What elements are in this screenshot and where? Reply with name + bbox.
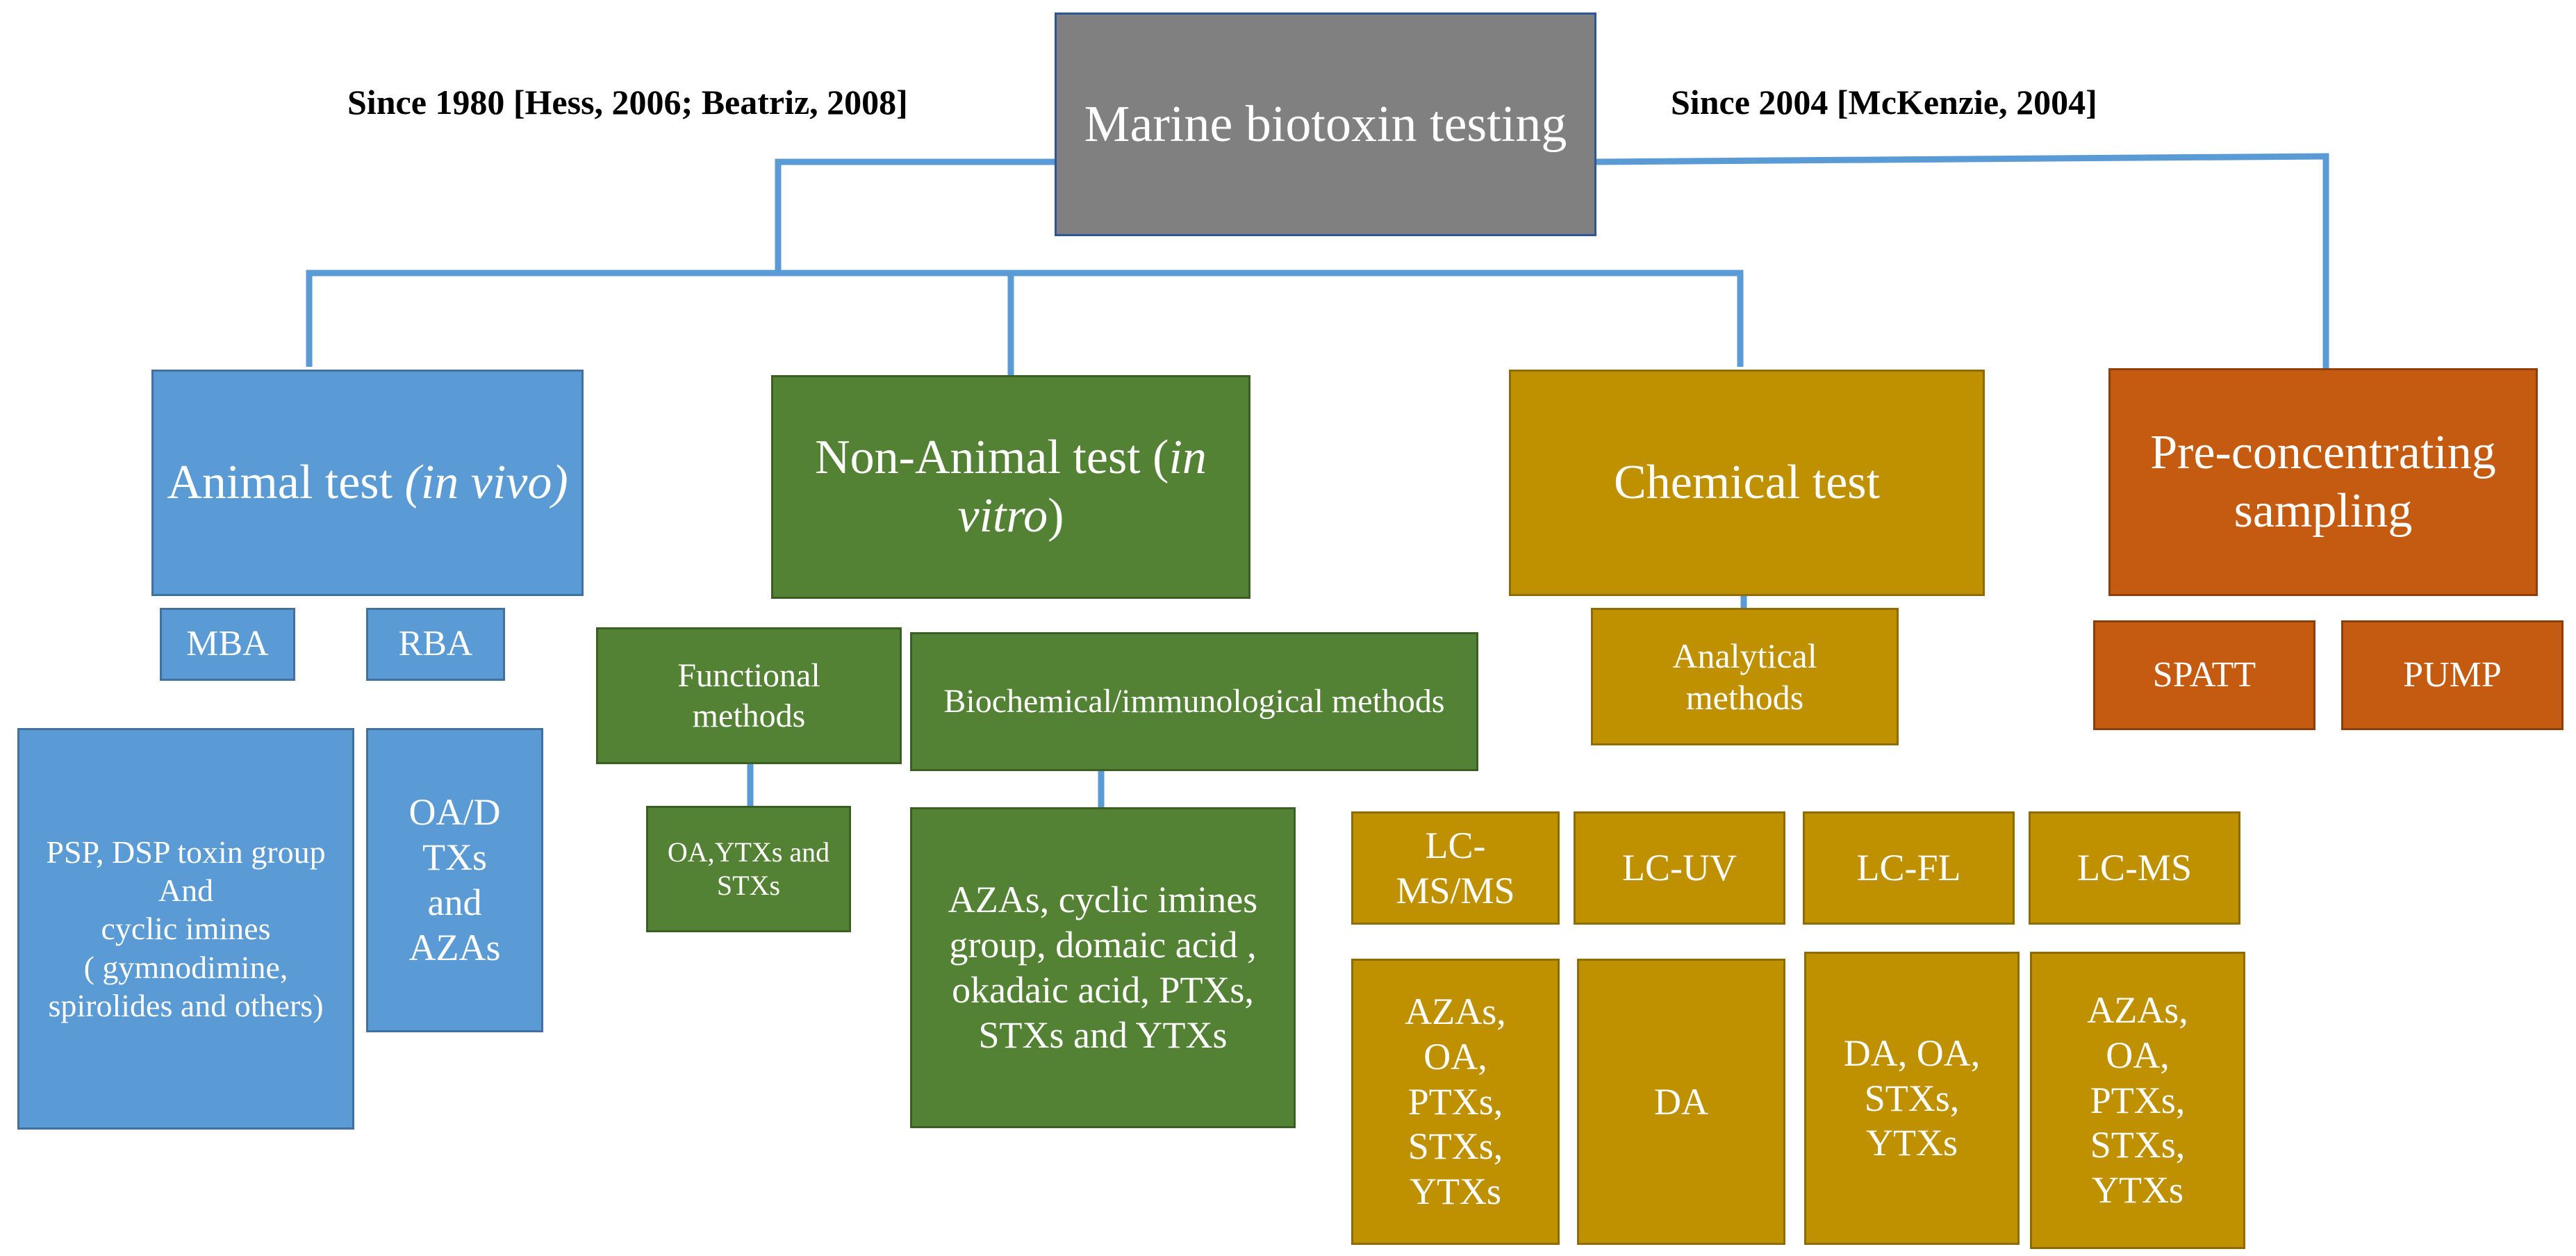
lc-uv-targets-text: DA [1654, 1080, 1708, 1123]
lc-ms-node: LC-MS [2029, 811, 2240, 925]
pre-concentrating-sampling-node: Pre-concentrating sampling [2108, 368, 2538, 596]
biochemical-methods-node: Biochemical/immunological methods [910, 632, 1478, 771]
mba-node: MBA [160, 608, 295, 681]
rba-targets-text: OA/D TXs and AZAs [408, 791, 501, 968]
chemical-test-title: Chemical test [1614, 456, 1880, 509]
lc-fl-targets-node: DA, OA, STXs, YTXs [1804, 952, 2020, 1245]
mba-label: MBA [186, 624, 269, 664]
lc-ms-targets-node: AZAs, OA, PTXs, STXs, YTXs [2030, 952, 2245, 1249]
annotation-left-since-1980: Since 1980 [Hess, 2006; Beatriz, 2008] [347, 83, 908, 122]
functional-targets-node: OA,YTXs and STXs [646, 806, 851, 932]
non-animal-test-title: Non-Animal test (in vitro) [815, 431, 1207, 543]
functional-methods-label: Functional methods [677, 656, 820, 734]
functional-methods-node: Functional methods [596, 627, 902, 764]
biochemical-methods-label: Biochemical/immunological methods [943, 683, 1445, 720]
spatt-node: SPATT [2093, 620, 2315, 730]
rba-label: RBA [398, 624, 473, 664]
lc-uv-label: LC-UV [1622, 847, 1737, 889]
lc-fl-label: LC-FL [1856, 847, 1961, 889]
rba-targets-node: OA/D TXs and AZAs [366, 728, 543, 1032]
rba-node: RBA [366, 608, 505, 681]
non-animal-test-node: Non-Animal test (in vitro) [771, 375, 1250, 599]
spatt-label: SPATT [2152, 654, 2256, 695]
lc-uv-node: LC-UV [1574, 811, 1785, 925]
lc-msms-targets-node: AZAs, OA, PTXs, STXs, YTXs [1351, 959, 1560, 1245]
lc-fl-node: LC-FL [1803, 811, 2015, 925]
root-node: Marine biotoxin testing [1055, 13, 1596, 236]
pump-node: PUMP [2341, 620, 2563, 730]
analytical-methods-node: Analytical methods [1591, 608, 1899, 745]
root-label: Marine biotoxin testing [1084, 95, 1567, 153]
chemical-test-node: Chemical test [1509, 370, 1985, 596]
mba-targets-text: PSP, DSP toxin group And cyclic imines (… [46, 834, 326, 1023]
pre-concentrating-sampling-title: Pre-concentrating sampling [2150, 426, 2496, 538]
lc-msms-label: LC-MS/MS [1396, 824, 1515, 911]
lc-fl-targets-text: DA, OA, STXs, YTXs [1843, 1032, 1981, 1164]
lc-ms-label: LC-MS [2077, 847, 2193, 889]
animal-test-title: Animal test (in vivo) [167, 456, 568, 509]
analytical-methods-label: Analytical methods [1672, 636, 1817, 717]
non-animal-test-title-italic: in vitro [957, 431, 1207, 543]
annotation-right-since-2004: Since 2004 [McKenzie, 2004] [1671, 83, 2097, 122]
mba-targets-node: PSP, DSP toxin group And cyclic imines (… [17, 728, 354, 1130]
lc-msms-node: LC-MS/MS [1351, 811, 1560, 925]
animal-test-title-italic: (in vivo) [404, 456, 568, 509]
biochemical-targets-node: AZAs, cyclic imines group, domaic acid ,… [910, 807, 1296, 1128]
functional-targets-text: OA,YTXs and STXs [667, 836, 830, 901]
animal-test-node: Animal test (in vivo) [151, 370, 584, 596]
lc-msms-targets-text: AZAs, OA, PTXs, STXs, YTXs [1405, 991, 1506, 1213]
pump-label: PUMP [2403, 654, 2502, 695]
biochemical-targets-text: AZAs, cyclic imines group, domaic acid ,… [948, 879, 1258, 1056]
lc-ms-targets-text: AZAs, OA, PTXs, STXs, YTXs [2087, 989, 2188, 1212]
lc-uv-targets-node: DA [1577, 959, 1785, 1245]
